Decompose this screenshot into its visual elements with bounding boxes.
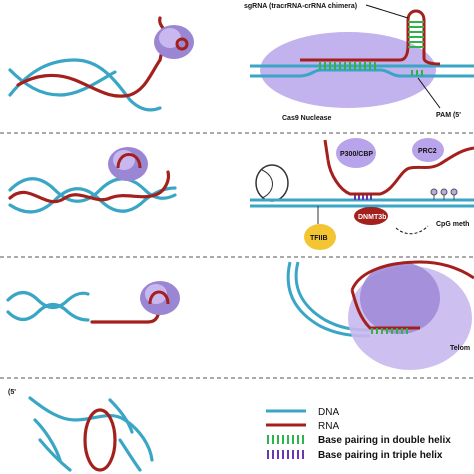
telomere-label: Telom — [450, 345, 470, 352]
sgrna-label: sgRNA (tracrRNA-crRNA chimera) — [244, 3, 357, 10]
legend-triple-label: Base pairing in triple helix — [318, 450, 443, 461]
legend: DNA RNA Base pairing in double helix Bas… — [266, 407, 451, 461]
prc2-label: PRC2 — [418, 148, 437, 155]
cpg-label: CpG meth — [436, 221, 469, 228]
sgrna-stem-pairing — [408, 21, 424, 48]
pam-label: PAM (5' — [436, 112, 461, 119]
panel3-protein-blob — [140, 281, 180, 315]
pam-pairing — [411, 70, 423, 76]
legend-dna-label: DNA — [318, 407, 339, 418]
panel2-left-schematic — [8, 170, 177, 214]
cas9-complex — [250, 4, 474, 109]
cas9-label: Cas9 Nuclease — [282, 115, 332, 122]
legend-rna-label: RNA — [318, 421, 339, 432]
panel4-dna-label: (5' — [8, 389, 16, 396]
prc2-protein: PRC2 — [412, 138, 444, 162]
tfiib-protein: TFIIB — [304, 206, 336, 250]
panel-separators — [0, 132, 474, 379]
legend-double-label: Base pairing in double helix — [318, 435, 451, 446]
p300-label: P300/CBP — [340, 151, 373, 158]
chromatin-schematic — [250, 139, 474, 235]
dnmt-label: DNMT3b — [358, 214, 386, 221]
legend-triple-swatch — [267, 450, 304, 459]
double-helix-pairing-p1 — [319, 62, 376, 70]
panel2-protein-blob — [108, 147, 148, 181]
telomerase-complex: Telom — [286, 260, 474, 370]
panel1-left-schematic — [8, 16, 176, 112]
cpg-methyl-marks — [430, 188, 458, 200]
panel3-left-schematic — [6, 290, 161, 324]
double-helix-pairing-p3 — [371, 328, 408, 334]
legend-double-swatch — [267, 435, 304, 444]
p300-protein: P300/CBP — [336, 138, 376, 168]
panel1-protein-blob — [154, 25, 194, 59]
dnmt3b-protein: DNMT3b — [354, 207, 388, 225]
tfiib-label: TFIIB — [310, 235, 328, 242]
panel4-left-schematic — [28, 396, 154, 472]
